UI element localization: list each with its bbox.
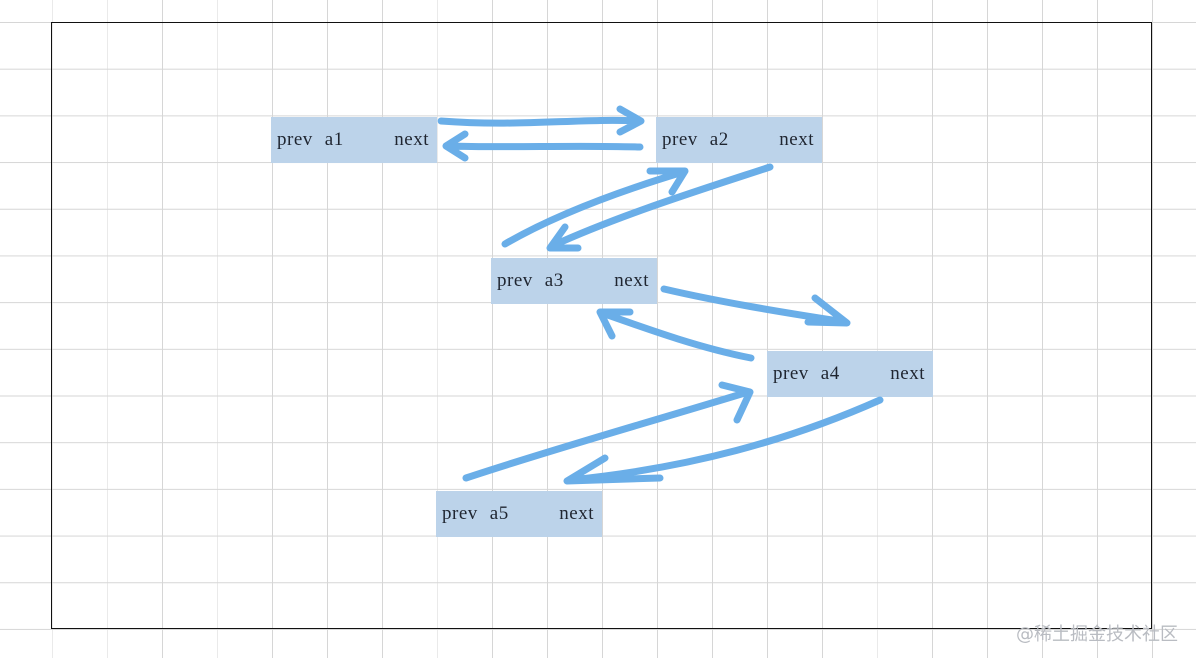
diagram-frame bbox=[51, 22, 1152, 629]
node-a1-next-label: next bbox=[394, 129, 429, 150]
node-a3-prev-label: prev bbox=[497, 270, 533, 291]
node-a2-value: a2 bbox=[709, 129, 729, 150]
node-a3: prev a3 next bbox=[491, 258, 657, 304]
node-a5-next-label: next bbox=[559, 503, 594, 524]
node-a2-prev-label: prev bbox=[662, 129, 698, 150]
node-a4: prev a4 next bbox=[767, 351, 933, 397]
node-a5: prev a5 next bbox=[436, 491, 602, 537]
watermark-text: @稀土掘金技术社区 bbox=[1016, 624, 1178, 645]
node-a4-next-label: next bbox=[890, 363, 925, 384]
node-a3-value: a3 bbox=[544, 270, 564, 291]
node-a5-value: a5 bbox=[489, 503, 509, 524]
node-a1: prev a1 next bbox=[271, 117, 437, 163]
node-a5-prev-label: prev bbox=[442, 503, 478, 524]
node-a4-value: a4 bbox=[820, 363, 840, 384]
node-a2-next-label: next bbox=[779, 129, 814, 150]
node-a3-next-label: next bbox=[614, 270, 649, 291]
node-a1-value: a1 bbox=[324, 129, 344, 150]
node-a2: prev a2 next bbox=[656, 117, 822, 163]
node-a1-prev-label: prev bbox=[277, 129, 313, 150]
node-a4-prev-label: prev bbox=[773, 363, 809, 384]
